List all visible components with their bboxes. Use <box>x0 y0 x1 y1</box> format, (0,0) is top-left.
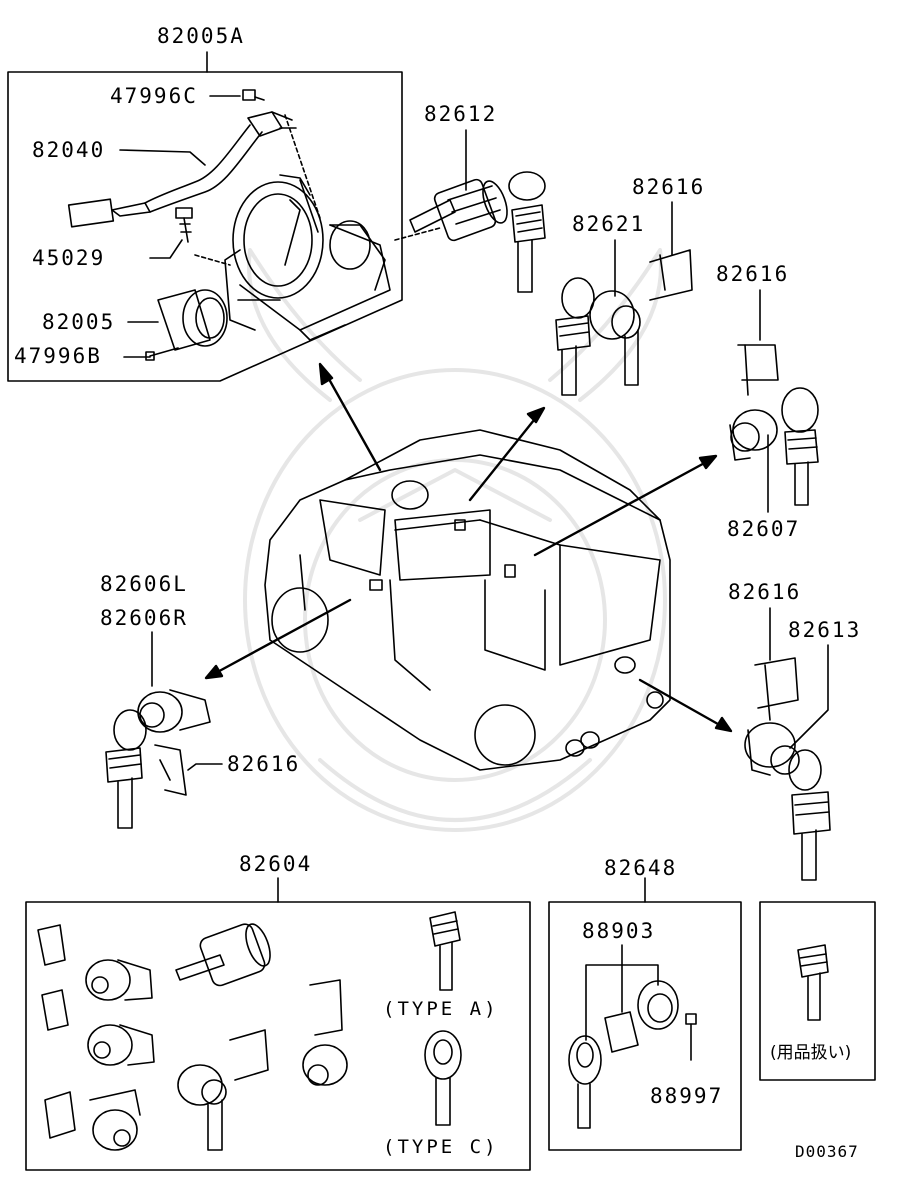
pointer-arrows <box>204 362 733 733</box>
key-set-box-82648 <box>548 877 742 1151</box>
label-82616-b: 82616 <box>716 262 790 286</box>
label-82621: 82621 <box>572 212 646 236</box>
label-47996b: 47996B <box>14 344 102 368</box>
label-type-c: (TYPE C) <box>383 1136 499 1158</box>
steering-lock-82005 <box>127 289 228 351</box>
label-82005a: 82005A <box>157 24 245 48</box>
label-82616-d: 82616 <box>728 580 802 604</box>
cylinder-set-box-82604 <box>25 877 531 1171</box>
label-82648: 82648 <box>604 856 678 880</box>
label-82606l: 82606L <box>100 572 188 596</box>
label-type-a: (TYPE A) <box>383 998 499 1020</box>
clip-82616-left <box>154 744 223 796</box>
screw-47996b <box>123 347 179 361</box>
label-82005: 82005 <box>42 310 116 334</box>
label-47996c: 47996C <box>110 84 198 108</box>
tailgate-lock-82613 <box>744 644 831 881</box>
label-82612: 82612 <box>424 102 498 126</box>
label-45029: 45029 <box>32 246 106 270</box>
glove-lock-82621 <box>555 239 641 396</box>
front-door-lock-82606 <box>105 631 211 829</box>
assembly-box-82005a <box>7 51 403 382</box>
label-88997: 88997 <box>650 1084 724 1108</box>
label-accessory: (用品扱い) <box>770 1043 852 1063</box>
bolt-45029 <box>149 207 193 259</box>
clip-82616-right <box>737 289 779 396</box>
clip-82616-upper <box>649 201 693 301</box>
vehicle-illustration <box>264 429 671 771</box>
harness-82040 <box>67 111 297 228</box>
screw-47996c <box>209 89 265 101</box>
accessory-key-box <box>759 901 876 1081</box>
label-82613: 82613 <box>788 618 862 642</box>
label-82040: 82040 <box>32 138 106 162</box>
label-82604: 82604 <box>239 852 313 876</box>
clip-82616-lower-right <box>754 607 799 721</box>
label-82616-c: 82616 <box>227 752 301 776</box>
watermark-emblem <box>243 248 667 832</box>
label-82616-a: 82616 <box>632 175 706 199</box>
rear-lock-82607 <box>729 387 819 513</box>
ignition-cylinder-82612 <box>409 129 546 293</box>
label-88903: 88903 <box>582 919 656 943</box>
label-82607: 82607 <box>727 517 801 541</box>
steering-lock-body <box>194 114 441 341</box>
diagram-code: D00367 <box>795 1142 859 1161</box>
label-82606r: 82606R <box>100 606 188 630</box>
